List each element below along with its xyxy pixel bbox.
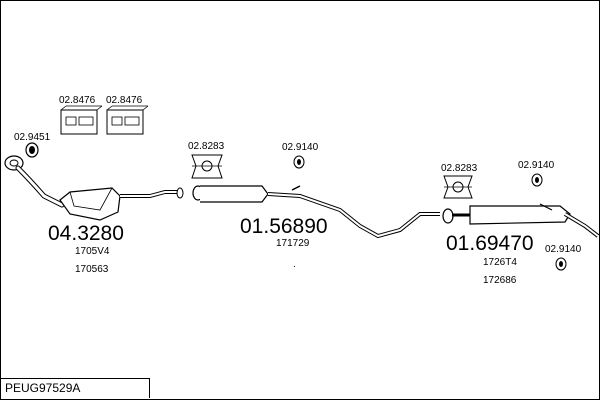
clamp-kit-1: [60, 105, 103, 135]
diagram-title: PEUG97529A: [5, 381, 81, 395]
mount-2-label: 02.8283: [441, 163, 478, 174]
ring-2-label: 02.9140: [518, 160, 555, 171]
rubber-mount-2: [443, 175, 473, 199]
ring-3-label: 02.9140: [545, 244, 582, 255]
front-gasket-icon: [25, 142, 39, 158]
part-3-code: 01.69470: [446, 232, 534, 255]
part-1-code: 04.3280: [48, 222, 124, 245]
ring-1-label: 02.9140: [282, 142, 319, 153]
clamp-kit-2: [106, 105, 149, 135]
catalytic-converter: [59, 187, 180, 221]
part-2-subcode-1: 171729: [276, 238, 310, 249]
part-1-subcode-2: 170563: [75, 264, 109, 275]
rubber-ring-2: [531, 173, 543, 187]
mount-1-label: 02.8283: [188, 141, 225, 152]
rear-silencer: [442, 203, 600, 238]
rubber-ring-1: [293, 155, 305, 169]
part-3-subcode-2: 172686: [483, 275, 517, 286]
rubber-mount-1: [191, 154, 223, 179]
part-3-subcode-1: 1726T4: [483, 257, 517, 268]
clamp-2-label: 02.8476: [106, 95, 143, 106]
title-box: PEUG97529A: [0, 378, 150, 398]
rubber-ring-3: [555, 257, 567, 271]
gasket-front-label: 02.9451: [14, 132, 51, 143]
middle-silencer: [176, 185, 440, 239]
clamp-1-label: 02.8476: [59, 95, 96, 106]
dot-mark: .: [293, 259, 296, 270]
part-2-code: 01.56890: [240, 215, 328, 238]
part-1-subcode-1: 1705V4: [75, 246, 110, 257]
